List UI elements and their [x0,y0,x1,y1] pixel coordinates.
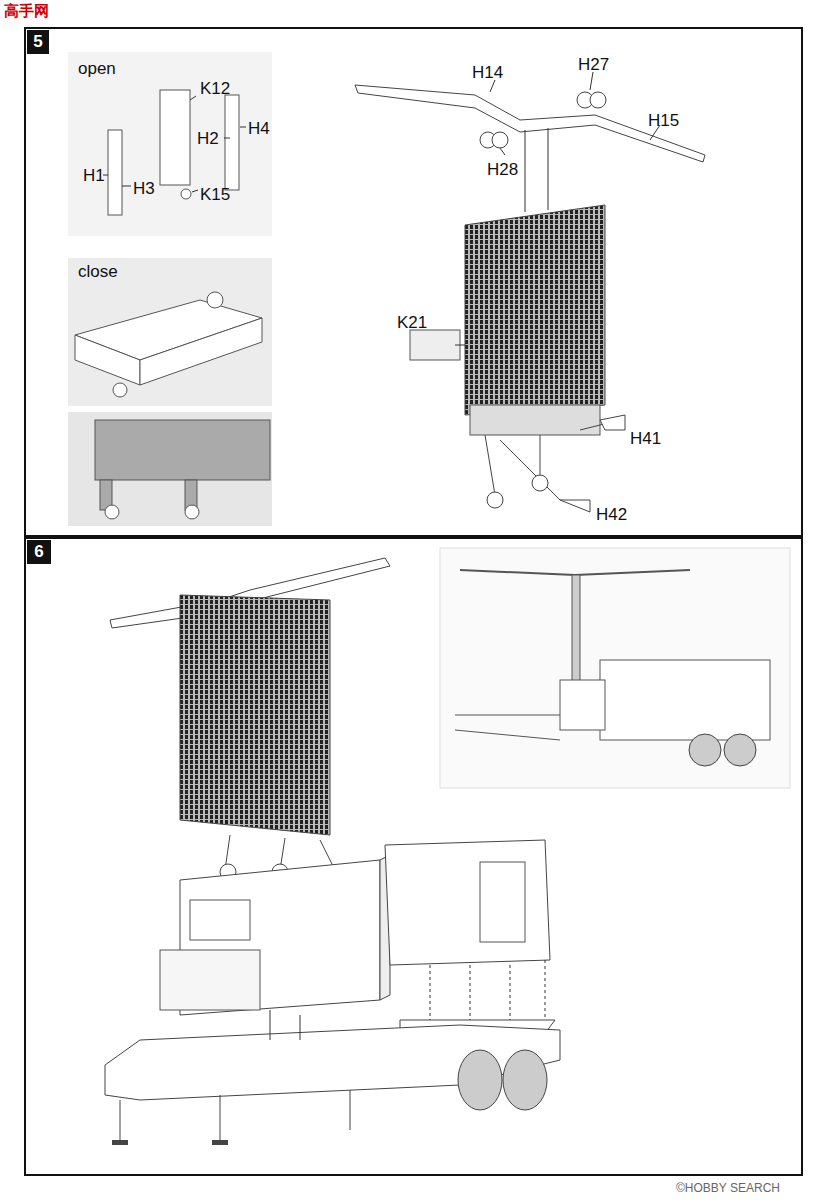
part-label: K15 [200,186,230,203]
step-number-text: 5 [33,32,42,52]
part-label: K12 [200,80,230,97]
part-label: close [78,263,118,280]
step-number: 5 [27,30,49,54]
step-number: 6 [27,540,51,564]
part-label: H28 [487,161,518,178]
watermark: ©HOBBY SEARCH [676,1182,780,1194]
part-label: H3 [133,180,155,197]
part-label: H15 [648,112,679,129]
part-label: H1 [83,167,105,184]
part-label: open [78,60,116,77]
part-label: H42 [596,506,627,523]
watermark: 高手网 [4,3,49,18]
part-label: H27 [578,56,609,73]
part-label: K21 [397,314,427,331]
part-label: H4 [248,120,270,137]
part-label: H41 [630,430,661,447]
part-label: H14 [472,64,503,81]
step-number-text: 6 [34,542,43,562]
part-label: H2 [197,130,219,147]
